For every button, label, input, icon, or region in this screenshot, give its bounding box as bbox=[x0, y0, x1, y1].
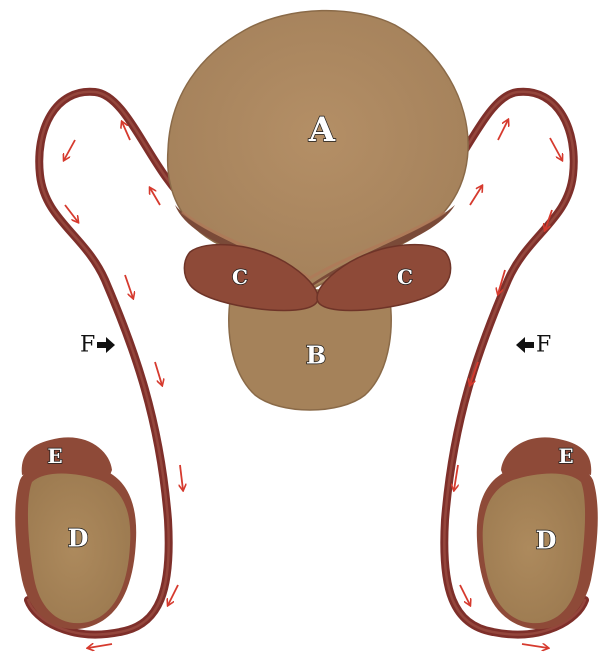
red-flow-arrow bbox=[168, 585, 178, 605]
red-flow-arrow bbox=[125, 275, 133, 298]
label-vas-deferens-left: F bbox=[80, 333, 95, 358]
label-epididymis-left: E bbox=[47, 444, 62, 468]
red-flow-arrow bbox=[155, 362, 162, 385]
label-vas-deferens-right: F bbox=[536, 333, 551, 358]
red-flow-arrow bbox=[470, 186, 482, 205]
red-flow-arrow bbox=[460, 585, 470, 605]
red-flow-arrow bbox=[64, 140, 75, 160]
label-seminal-vesicle-right: C bbox=[397, 265, 413, 289]
black-pointer-arrow-left bbox=[97, 337, 115, 353]
red-flow-arrow bbox=[65, 205, 78, 222]
red-flow-arrow bbox=[88, 644, 112, 648]
label-epididymis-right: E bbox=[558, 444, 573, 468]
label-testis-left: D bbox=[68, 524, 89, 553]
label-seminal-vesicle-left: C bbox=[232, 265, 248, 289]
red-flow-arrow bbox=[522, 644, 548, 648]
label-prostate: B bbox=[306, 341, 326, 370]
red-flow-arrow bbox=[150, 188, 160, 205]
red-flow-arrow bbox=[550, 138, 562, 160]
red-flow-arrow bbox=[498, 120, 508, 140]
label-testis-right: D bbox=[536, 526, 557, 555]
red-flow-arrow bbox=[180, 465, 183, 490]
black-pointer-arrow-right bbox=[516, 337, 534, 353]
label-bladder: A bbox=[308, 110, 336, 150]
